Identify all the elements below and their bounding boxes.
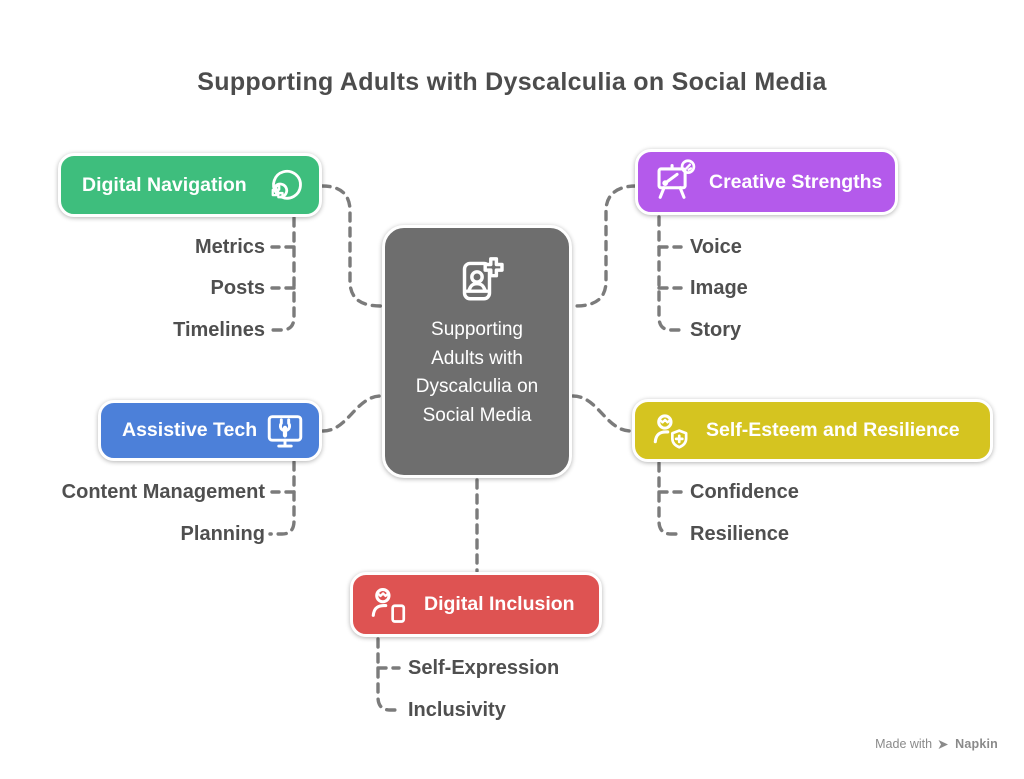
branch-label-self-esteem: Self-Esteem and Resilience bbox=[706, 419, 960, 441]
child-item-confidence: Confidence bbox=[690, 481, 799, 503]
napkin-logo-icon bbox=[937, 738, 950, 751]
central-node: Supporting Adults with Dyscalculia on So… bbox=[382, 225, 572, 478]
branch-node-creative-strengths: Creative Strengths bbox=[635, 149, 898, 215]
child-item-image: Image bbox=[690, 277, 748, 299]
branch-label-digital-inclusion: Digital Inclusion bbox=[424, 593, 575, 615]
spiral-compass-icon bbox=[264, 164, 306, 206]
child-item-timelines: Timelines bbox=[173, 319, 265, 341]
branch-node-assistive-tech: Assistive Tech bbox=[98, 400, 322, 461]
person-shield-plus-icon bbox=[648, 408, 694, 454]
branch-node-digital-inclusion: Digital Inclusion bbox=[350, 572, 602, 637]
branch-label-creative-strengths: Creative Strengths bbox=[709, 170, 883, 193]
person-card-plus-icon bbox=[449, 252, 505, 308]
child-item-planning: Planning bbox=[180, 523, 265, 545]
child-item-metrics: Metrics bbox=[194, 236, 265, 258]
watermark-brand: Napkin bbox=[955, 737, 998, 751]
connector-assistive-tech-center bbox=[321, 394, 383, 433]
watermark-prefix: Made with bbox=[875, 737, 933, 751]
person-tablet-icon bbox=[366, 582, 412, 628]
monitor-wrench-icon bbox=[263, 409, 307, 453]
child-item-self-expression: Self-Expression bbox=[408, 657, 560, 679]
connector-creative-strengths-center bbox=[573, 184, 638, 308]
child-item-resilience: Resilience bbox=[690, 523, 789, 545]
tree-digital-navigation bbox=[268, 216, 296, 332]
tree-assistive-tech bbox=[268, 460, 296, 536]
branch-label-assistive-tech: Assistive Tech bbox=[122, 419, 258, 441]
tree-self-esteem bbox=[657, 461, 684, 536]
tree-digital-inclusion bbox=[376, 637, 403, 712]
child-item-content-management: Content Management bbox=[61, 481, 265, 503]
child-item-posts: Posts bbox=[210, 277, 265, 299]
easel-paintbrush-icon bbox=[651, 159, 697, 205]
connector-self-esteem-center bbox=[571, 394, 633, 433]
child-item-story: Story bbox=[690, 319, 742, 341]
branch-node-self-esteem: Self-Esteem and Resilience bbox=[632, 399, 993, 462]
child-item-inclusivity: Inclusivity bbox=[408, 699, 506, 721]
connector-digital-navigation-center bbox=[320, 184, 383, 308]
central-node-label: Supporting Adults with Dyscalculia on So… bbox=[415, 319, 539, 426]
watermark-made-with-napkin[interactable]: Made with Napkin bbox=[875, 737, 998, 751]
diagram-title: Supporting Adults with Dyscalculia on So… bbox=[197, 68, 827, 96]
branch-label-digital-navigation: Digital Navigation bbox=[82, 173, 247, 196]
tree-creative-strengths bbox=[657, 215, 684, 332]
branch-node-digital-navigation: Digital Navigation bbox=[58, 153, 322, 217]
child-item-voice: Voice bbox=[690, 236, 742, 258]
connector-group bbox=[268, 184, 684, 712]
